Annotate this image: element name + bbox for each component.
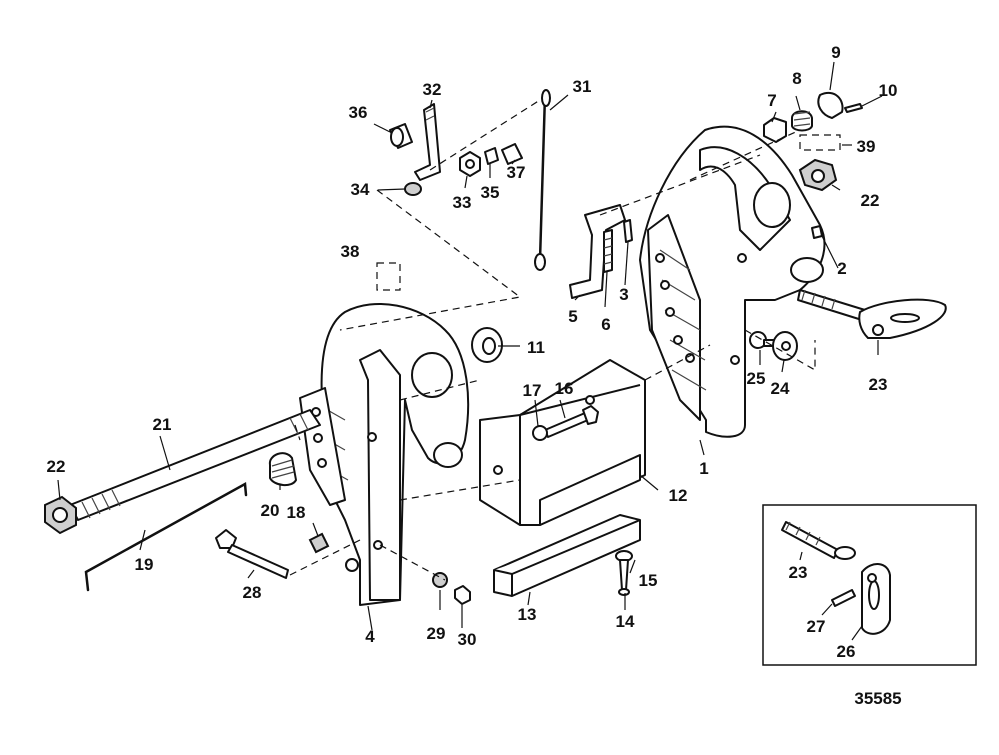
inset-pin-27 [831, 589, 856, 607]
bolt-28 [215, 529, 289, 579]
nut-33 [459, 151, 481, 177]
callout-14: 14 [616, 612, 635, 631]
callout-31: 31 [573, 77, 592, 96]
tilt-lever [569, 204, 626, 299]
callout-7: 7 [767, 91, 776, 110]
callout-39: 39 [857, 137, 876, 156]
left-clamp-bracket [299, 303, 470, 606]
washer-17 [532, 425, 548, 441]
washer-11 [471, 327, 503, 363]
callout-36: 36 [349, 103, 368, 122]
callout-28: 28 [243, 583, 262, 602]
screw-37 [501, 143, 523, 165]
part-39-outline [799, 134, 841, 151]
shift-lever-32 [414, 103, 441, 181]
spring-6 [603, 229, 613, 273]
inset-tilt-tube [781, 521, 856, 560]
callout-20: 20 [261, 501, 280, 520]
nut-left [44, 495, 77, 535]
bushing-18 [308, 532, 330, 554]
callout-16: 16 [555, 379, 574, 398]
callout-30: 30 [458, 630, 477, 649]
callout-35: 35 [481, 183, 500, 202]
callout-21: 21 [153, 415, 172, 434]
callout-4: 4 [365, 627, 375, 646]
spring-20 [268, 452, 297, 486]
alignment-lines [289, 99, 816, 581]
callout-22-right: 22 [861, 191, 880, 210]
washer-29 [432, 572, 448, 588]
callout-2: 2 [837, 259, 846, 278]
callout-5: 5 [568, 307, 577, 326]
pad [493, 514, 641, 597]
callout-18: 18 [287, 503, 306, 522]
transom-spacer [479, 359, 646, 526]
washer-34 [404, 182, 422, 196]
callout-24: 24 [771, 379, 790, 398]
callout-37: 37 [507, 163, 526, 182]
pin-3 [623, 219, 633, 243]
callout-34: 34 [351, 180, 370, 199]
callout-11: 11 [527, 338, 545, 357]
leader-lines [57, 61, 883, 631]
right-clamp-bracket [639, 125, 826, 438]
tilt-tube-assembly [797, 289, 947, 339]
callout-8: 8 [792, 69, 801, 88]
callout-38: 38 [341, 242, 360, 261]
callout-33: 33 [453, 193, 472, 212]
callout-13: 13 [518, 605, 537, 624]
callout-29: 29 [427, 624, 446, 643]
callout-3: 3 [619, 285, 628, 304]
callout-25: 25 [747, 369, 766, 388]
callout-6: 6 [601, 315, 610, 334]
figure-number: 35585 [854, 689, 901, 708]
callout-1: 1 [699, 459, 708, 478]
callout-23-inset: 23 [789, 563, 808, 582]
cam-9 [817, 92, 844, 119]
pin-10 [844, 103, 863, 113]
inset-detail [762, 504, 977, 666]
callout-17: 17 [523, 381, 542, 400]
callout-10: 10 [879, 81, 898, 100]
screw-14 [615, 550, 633, 596]
bushing-36 [389, 123, 413, 149]
callout-23: 23 [869, 375, 888, 394]
clip-35 [484, 147, 499, 165]
callout-22-left: 22 [47, 457, 66, 476]
tilt-pin [84, 481, 248, 592]
bolt-16 [544, 405, 599, 438]
nut-right [798, 158, 838, 192]
pin-2 [811, 225, 823, 239]
callout-9: 9 [831, 43, 840, 62]
spring-8 [791, 110, 813, 132]
callout-12: 12 [669, 486, 688, 505]
callout-27: 27 [807, 617, 826, 636]
callout-15: 15 [639, 571, 658, 590]
inset-handle-26 [861, 563, 891, 635]
callout-19: 19 [135, 555, 154, 574]
washer-24 [772, 331, 798, 361]
callout-32: 32 [423, 80, 442, 99]
nut-30 [454, 585, 471, 605]
callout-26: 26 [837, 642, 856, 661]
control-rod [534, 89, 551, 271]
callout-labels: 1 2 3 4 5 6 7 8 9 10 11 12 13 14 15 16 1… [47, 43, 898, 661]
